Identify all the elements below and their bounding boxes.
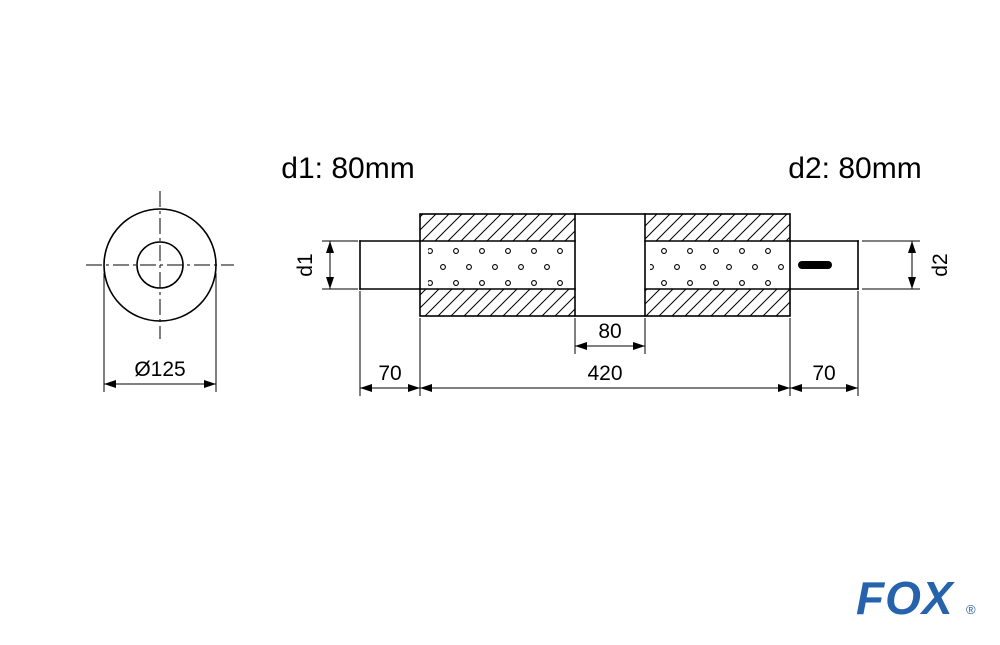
d2-header-label: d2: 80mm: [788, 152, 921, 185]
d1-header-label: d1: 80mm: [281, 152, 414, 185]
body-length-label: 420: [587, 362, 622, 385]
inlet-pipe: [359, 240, 421, 290]
insulation-hatch-bottom-left: [420, 289, 575, 316]
d2-axis-label: d2: [929, 253, 952, 276]
right-pipe-length-label: 70: [812, 362, 835, 385]
right-pipe-length-dimension: 70: [790, 291, 859, 396]
d1-dimension: d1: [294, 240, 358, 290]
fox-logo-registered-mark: ®: [966, 602, 976, 617]
clamp-slot: [798, 261, 832, 269]
chamber-width-dimension: 80: [574, 318, 646, 354]
left-pipe-length-dimension: 70: [359, 291, 420, 396]
left-pipe-length-label: 70: [378, 362, 401, 385]
front-diameter-dimension: Ø125: [103, 273, 217, 392]
front-view: Ø125: [86, 191, 234, 392]
insulation-hatch-top-right: [645, 214, 790, 241]
side-view: [359, 213, 859, 317]
insulation-hatch-bottom-right: [645, 289, 790, 316]
fox-logo: FOX ®: [856, 572, 976, 624]
insulation-hatch-top-left: [420, 214, 575, 241]
body-length-dimension: 420: [419, 318, 791, 396]
outlet-pipe: [789, 240, 859, 290]
front-outer-circle: [103, 208, 217, 322]
chamber-width-label: 80: [598, 320, 621, 343]
d1-axis-label: d1: [294, 253, 317, 276]
muffler-body-outline: [419, 213, 791, 317]
dimension-annotations: d1 d2 80 420: [294, 240, 952, 396]
d2-dimension: d2: [862, 240, 952, 290]
perforation-left: [428, 243, 570, 289]
front-diameter-label: Ø125: [134, 358, 185, 381]
perforation-right: [650, 243, 786, 289]
front-inner-circle: [136, 241, 184, 289]
fox-logo-text: FOX: [856, 572, 955, 624]
